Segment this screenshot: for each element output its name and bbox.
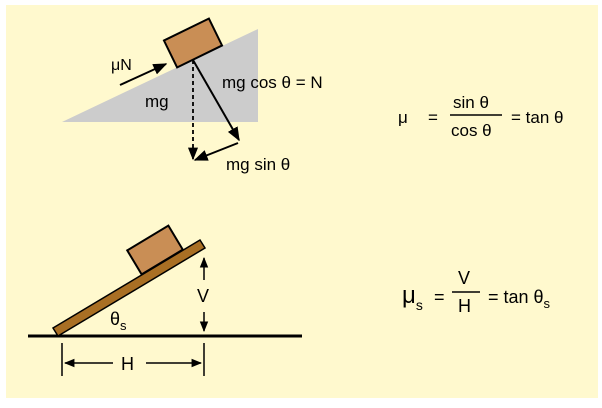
normal-component-arrow xyxy=(192,59,240,142)
bottom-equation-result: = tan θs xyxy=(488,287,551,311)
base-label: H xyxy=(121,354,134,374)
bottom-fraction-denominator: H xyxy=(458,296,471,316)
parallel-component-arrow xyxy=(193,142,239,161)
bottom-equals-sign: = xyxy=(434,287,445,307)
block-on-plank xyxy=(125,224,185,276)
mu-n-label: μN xyxy=(111,57,132,74)
static-mu-symbol: μs xyxy=(402,282,423,313)
height-label: V xyxy=(197,286,209,306)
fraction-numerator: sin θ xyxy=(453,93,489,112)
angle-label: θs xyxy=(110,309,127,333)
parallel-force-label: mg sin θ xyxy=(226,155,290,174)
equals-sign: = xyxy=(428,108,438,127)
normal-force-label: mg cos θ = N xyxy=(222,73,323,92)
mu-symbol: μ xyxy=(398,108,408,127)
equation-result: = tan θ xyxy=(511,108,563,127)
friction-force-arrow xyxy=(119,63,168,86)
fraction-denominator: cos θ xyxy=(451,121,492,140)
mg-label: mg xyxy=(145,92,169,111)
bottom-fraction-numerator: V xyxy=(458,268,470,288)
background-panel xyxy=(6,5,598,398)
block-on-incline xyxy=(162,17,224,69)
